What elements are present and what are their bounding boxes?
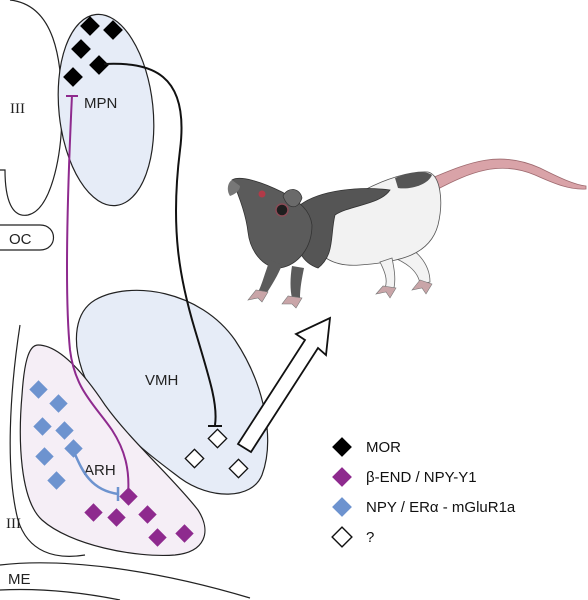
mor-diamond-icon bbox=[332, 437, 352, 457]
mor-projection-axon bbox=[103, 62, 217, 426]
legend-label: NPY / ERα - mGluR1a bbox=[366, 498, 516, 516]
mpn-region bbox=[57, 13, 155, 207]
beta-end-neuron bbox=[84, 503, 103, 522]
beta-end-neuron bbox=[175, 524, 194, 543]
beta-end-neuron bbox=[148, 528, 167, 547]
legend-item-beta-end: β-END / NPY-Y1 bbox=[328, 462, 578, 492]
legend: MOR β-END / NPY-Y1 NPY / ERα - mGluR1a ? bbox=[328, 432, 578, 552]
legend-label: β-END / NPY-Y1 bbox=[366, 468, 477, 486]
oc-outline bbox=[0, 224, 55, 251]
mor-neuron bbox=[63, 67, 83, 87]
unknown-diamond-icon bbox=[331, 526, 353, 548]
rat-tail bbox=[431, 158, 587, 191]
me-outline bbox=[0, 562, 251, 599]
npy-neurons bbox=[29, 380, 83, 490]
npy-neuron bbox=[49, 394, 68, 413]
legend-label: MOR bbox=[366, 438, 401, 456]
unknown-neuron bbox=[184, 448, 205, 469]
mor-neuron bbox=[80, 16, 100, 36]
arh-region bbox=[19, 344, 206, 557]
mor-neuron bbox=[71, 39, 91, 59]
npy-diamond-icon bbox=[332, 497, 352, 517]
third-ventricle-lower-outline bbox=[9, 324, 86, 557]
npy-axon bbox=[72, 451, 119, 496]
beta-end-projection-axon bbox=[66, 94, 130, 496]
third-ventricle-upper-outline bbox=[0, 0, 63, 216]
mor-neurons bbox=[63, 16, 123, 87]
legend-label: ? bbox=[366, 528, 375, 546]
npy-neuron bbox=[33, 417, 52, 436]
label-vmh: VMH bbox=[145, 372, 178, 389]
legend-item-unknown: ? bbox=[328, 522, 578, 552]
beta-end-neuron bbox=[138, 505, 157, 524]
mor-neuron bbox=[103, 20, 123, 40]
npy-neuron bbox=[55, 421, 74, 440]
label-oc: OC bbox=[9, 231, 32, 248]
label-mpn: MPN bbox=[84, 95, 117, 112]
beta-end-neurons bbox=[84, 487, 194, 547]
unknown-neurons bbox=[184, 428, 249, 479]
beta-end-neuron bbox=[119, 487, 138, 506]
legend-item-mor: MOR bbox=[328, 432, 578, 462]
npy-neuron bbox=[29, 380, 48, 399]
legend-item-npy: NPY / ERα - mGluR1a bbox=[328, 492, 578, 522]
label-iii-lower: III bbox=[6, 516, 21, 532]
label-me: ME bbox=[8, 571, 31, 588]
npy-neuron bbox=[64, 439, 83, 458]
me-outline-inner bbox=[0, 588, 121, 600]
beta-end-diamond-icon bbox=[332, 467, 352, 487]
label-iii-upper: III bbox=[10, 101, 25, 117]
rat-icon bbox=[227, 158, 587, 309]
npy-neuron bbox=[35, 447, 54, 466]
unknown-neuron bbox=[228, 458, 249, 479]
mor-neuron bbox=[89, 55, 109, 75]
label-arh: ARH bbox=[84, 462, 116, 479]
unknown-neuron bbox=[207, 428, 228, 449]
behavior-arrow bbox=[236, 316, 332, 454]
beta-end-neuron bbox=[107, 508, 126, 527]
npy-neuron bbox=[47, 471, 66, 490]
